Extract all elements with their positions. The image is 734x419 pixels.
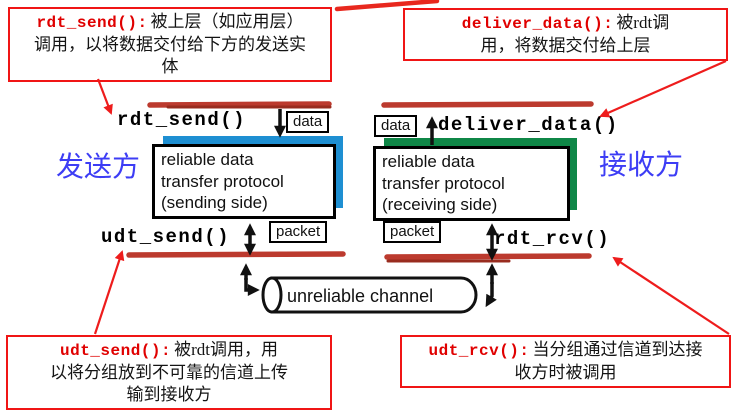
callout-line: 输到接收方 <box>126 385 212 404</box>
packet-box-receiver: packet <box>383 221 442 243</box>
deliver-data-label: deliver_data() <box>438 114 619 136</box>
channel-cylinder-body <box>270 276 478 314</box>
sender-side-label: 发送方 <box>56 152 141 183</box>
callout-line: 用，将数据交付给上层 <box>480 36 651 55</box>
callout-line: rdt_send():被上层（如应用层） <box>36 12 304 32</box>
code-deliver-data: deliver_data(): <box>461 15 614 33</box>
callout-deliver-data: deliver_data():被rdt调 用，将数据交付给上层 <box>403 8 728 61</box>
callout-udt-send: udt_send():被rdt调用，用 以将分组放到不可靠的信道上传 输到接收方 <box>6 335 332 410</box>
rdt-rcv-label: rdt_rcv() <box>494 228 611 250</box>
channel-label: unreliable channel <box>287 286 433 306</box>
pointer-arrow-udt-rcv <box>612 256 730 335</box>
receiving-box-line: transfer protocol <box>382 173 505 193</box>
callout-line: udt_rcv():当分组通过信道到达接 <box>428 340 703 360</box>
udt-send-label: udt_send() <box>101 226 231 248</box>
interface-line-receiver-upper <box>381 101 594 108</box>
callout-line: udt_send():被rdt调用，用 <box>59 340 278 360</box>
sending-protocol-box: reliable data transfer protocol (sending… <box>152 144 336 219</box>
channel-connector-left-in <box>244 278 260 296</box>
data-box-sender: data <box>286 111 330 133</box>
interface-line-sender-lower <box>126 251 346 258</box>
packet-box-sender: packet <box>269 221 328 243</box>
callout-line: 调用，以将数据交付给下方的发送实 <box>34 35 306 54</box>
data-box-receiver: data <box>374 115 418 137</box>
receiver-side-label: 接收方 <box>599 150 684 181</box>
callout-udt-rcv: udt_rcv():当分组通过信道到达接 收方时被调用 <box>400 335 731 388</box>
callout-rdt-send: rdt_send():被上层（如应用层） 调用，以将数据交付给下方的发送实 体 <box>8 7 332 82</box>
pointer-arrow-deliver-data <box>599 59 727 118</box>
rdt-send-label: rdt_send() <box>117 109 247 131</box>
interface-line-sender-upper <box>147 101 332 108</box>
callout-line: 以将分组放到不可靠的信道上传 <box>50 363 288 382</box>
code-udt-send: udt_send(): <box>59 342 172 360</box>
callout-line: 体 <box>161 57 179 76</box>
code-rdt-send: rdt_send(): <box>36 14 148 32</box>
pointer-arrow-rdt-send <box>96 78 113 115</box>
sending-box-line: reliable data <box>161 150 254 169</box>
channel-connector-right-in <box>485 282 497 308</box>
sending-box-line: transfer protocol <box>161 171 284 191</box>
code-udt-rcv: udt_rcv(): <box>428 342 530 360</box>
channel-cylinder-cap <box>261 276 283 314</box>
pointer-arrow-udt-send <box>93 250 125 335</box>
receiving-box-line: (receiving side) <box>382 195 498 214</box>
receiving-box-line: reliable data <box>382 152 475 171</box>
interface-line-receiver-lower <box>384 253 592 260</box>
sending-box-line: (sending side) <box>161 193 268 212</box>
receiving-protocol-box: reliable data transfer protocol (receivi… <box>373 146 570 221</box>
callout-line: 收方时被调用 <box>514 363 617 382</box>
callout-line: deliver_data():被rdt调 <box>461 13 670 33</box>
